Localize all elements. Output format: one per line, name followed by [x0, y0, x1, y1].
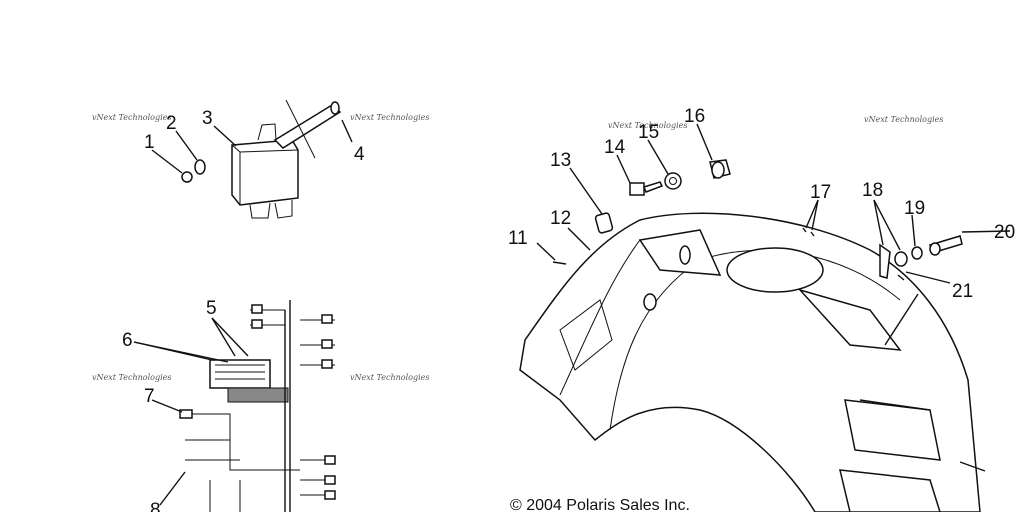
watermark: vNext Technologies [350, 113, 429, 122]
nut-part [181, 171, 193, 183]
callout-21: 21 [952, 281, 973, 302]
callout-12: 12 [550, 208, 571, 229]
callout-3: 3 [202, 108, 213, 129]
callout-2: 2 [166, 113, 177, 134]
watermark: vNext Technologies [92, 373, 171, 382]
dash-panel [519, 212, 981, 512]
callout-13: 13 [550, 150, 571, 171]
watermark: vNext Technologies [864, 115, 943, 124]
callout-1: 1 [144, 132, 155, 153]
callout-17: 17 [810, 182, 831, 203]
callout-8: 8 [150, 500, 161, 512]
copyright-notice: © 2004 Polaris Sales Inc. [510, 497, 690, 512]
callout-14: 14 [604, 137, 626, 158]
callout-7: 7 [144, 386, 155, 407]
callout-11: 11 [508, 228, 528, 249]
callout-leaders-c [536, 123, 1011, 411]
callout-18: 18 [862, 180, 883, 201]
watermark: vNext Technologies [608, 121, 687, 130]
washer-part [194, 159, 206, 175]
watermark: vNext Technologies [92, 113, 171, 122]
callout-4: 4 [354, 144, 365, 165]
callout-numbers: 1 2 3 4 5 6 7 8 11 12 13 14 15 16 17 18 … [122, 106, 1015, 512]
callout-20: 20 [994, 222, 1015, 243]
module-body [231, 139, 299, 206]
callout-leaders-a [151, 119, 353, 174]
wiring-harness [179, 300, 336, 512]
callout-6: 6 [122, 330, 133, 351]
bolt-part [273, 104, 342, 149]
callout-19: 19 [904, 198, 925, 219]
watermark: vNext Technologies [350, 373, 429, 382]
callout-leaders-b [133, 317, 249, 506]
small-parts [552, 159, 986, 472]
module-assembly [181, 99, 342, 219]
callout-5: 5 [206, 298, 217, 319]
gauge-opening [726, 247, 824, 293]
callout-16: 16 [684, 106, 705, 127]
callout-15: 15 [638, 122, 659, 143]
